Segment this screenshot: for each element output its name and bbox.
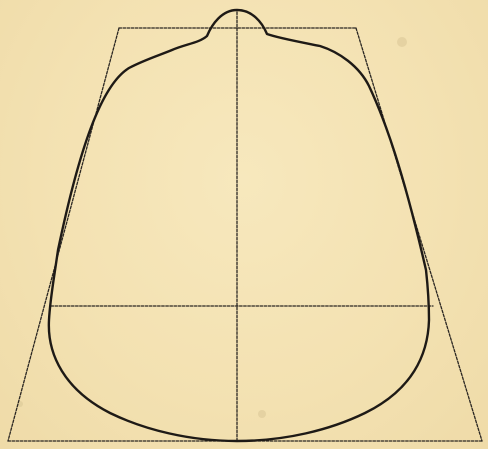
paper-speck	[397, 37, 407, 47]
paper-speck	[258, 410, 266, 418]
construction-right-edge	[355, 27, 483, 442]
skull-outline	[47, 8, 431, 443]
construction-left-edge	[7, 27, 120, 442]
